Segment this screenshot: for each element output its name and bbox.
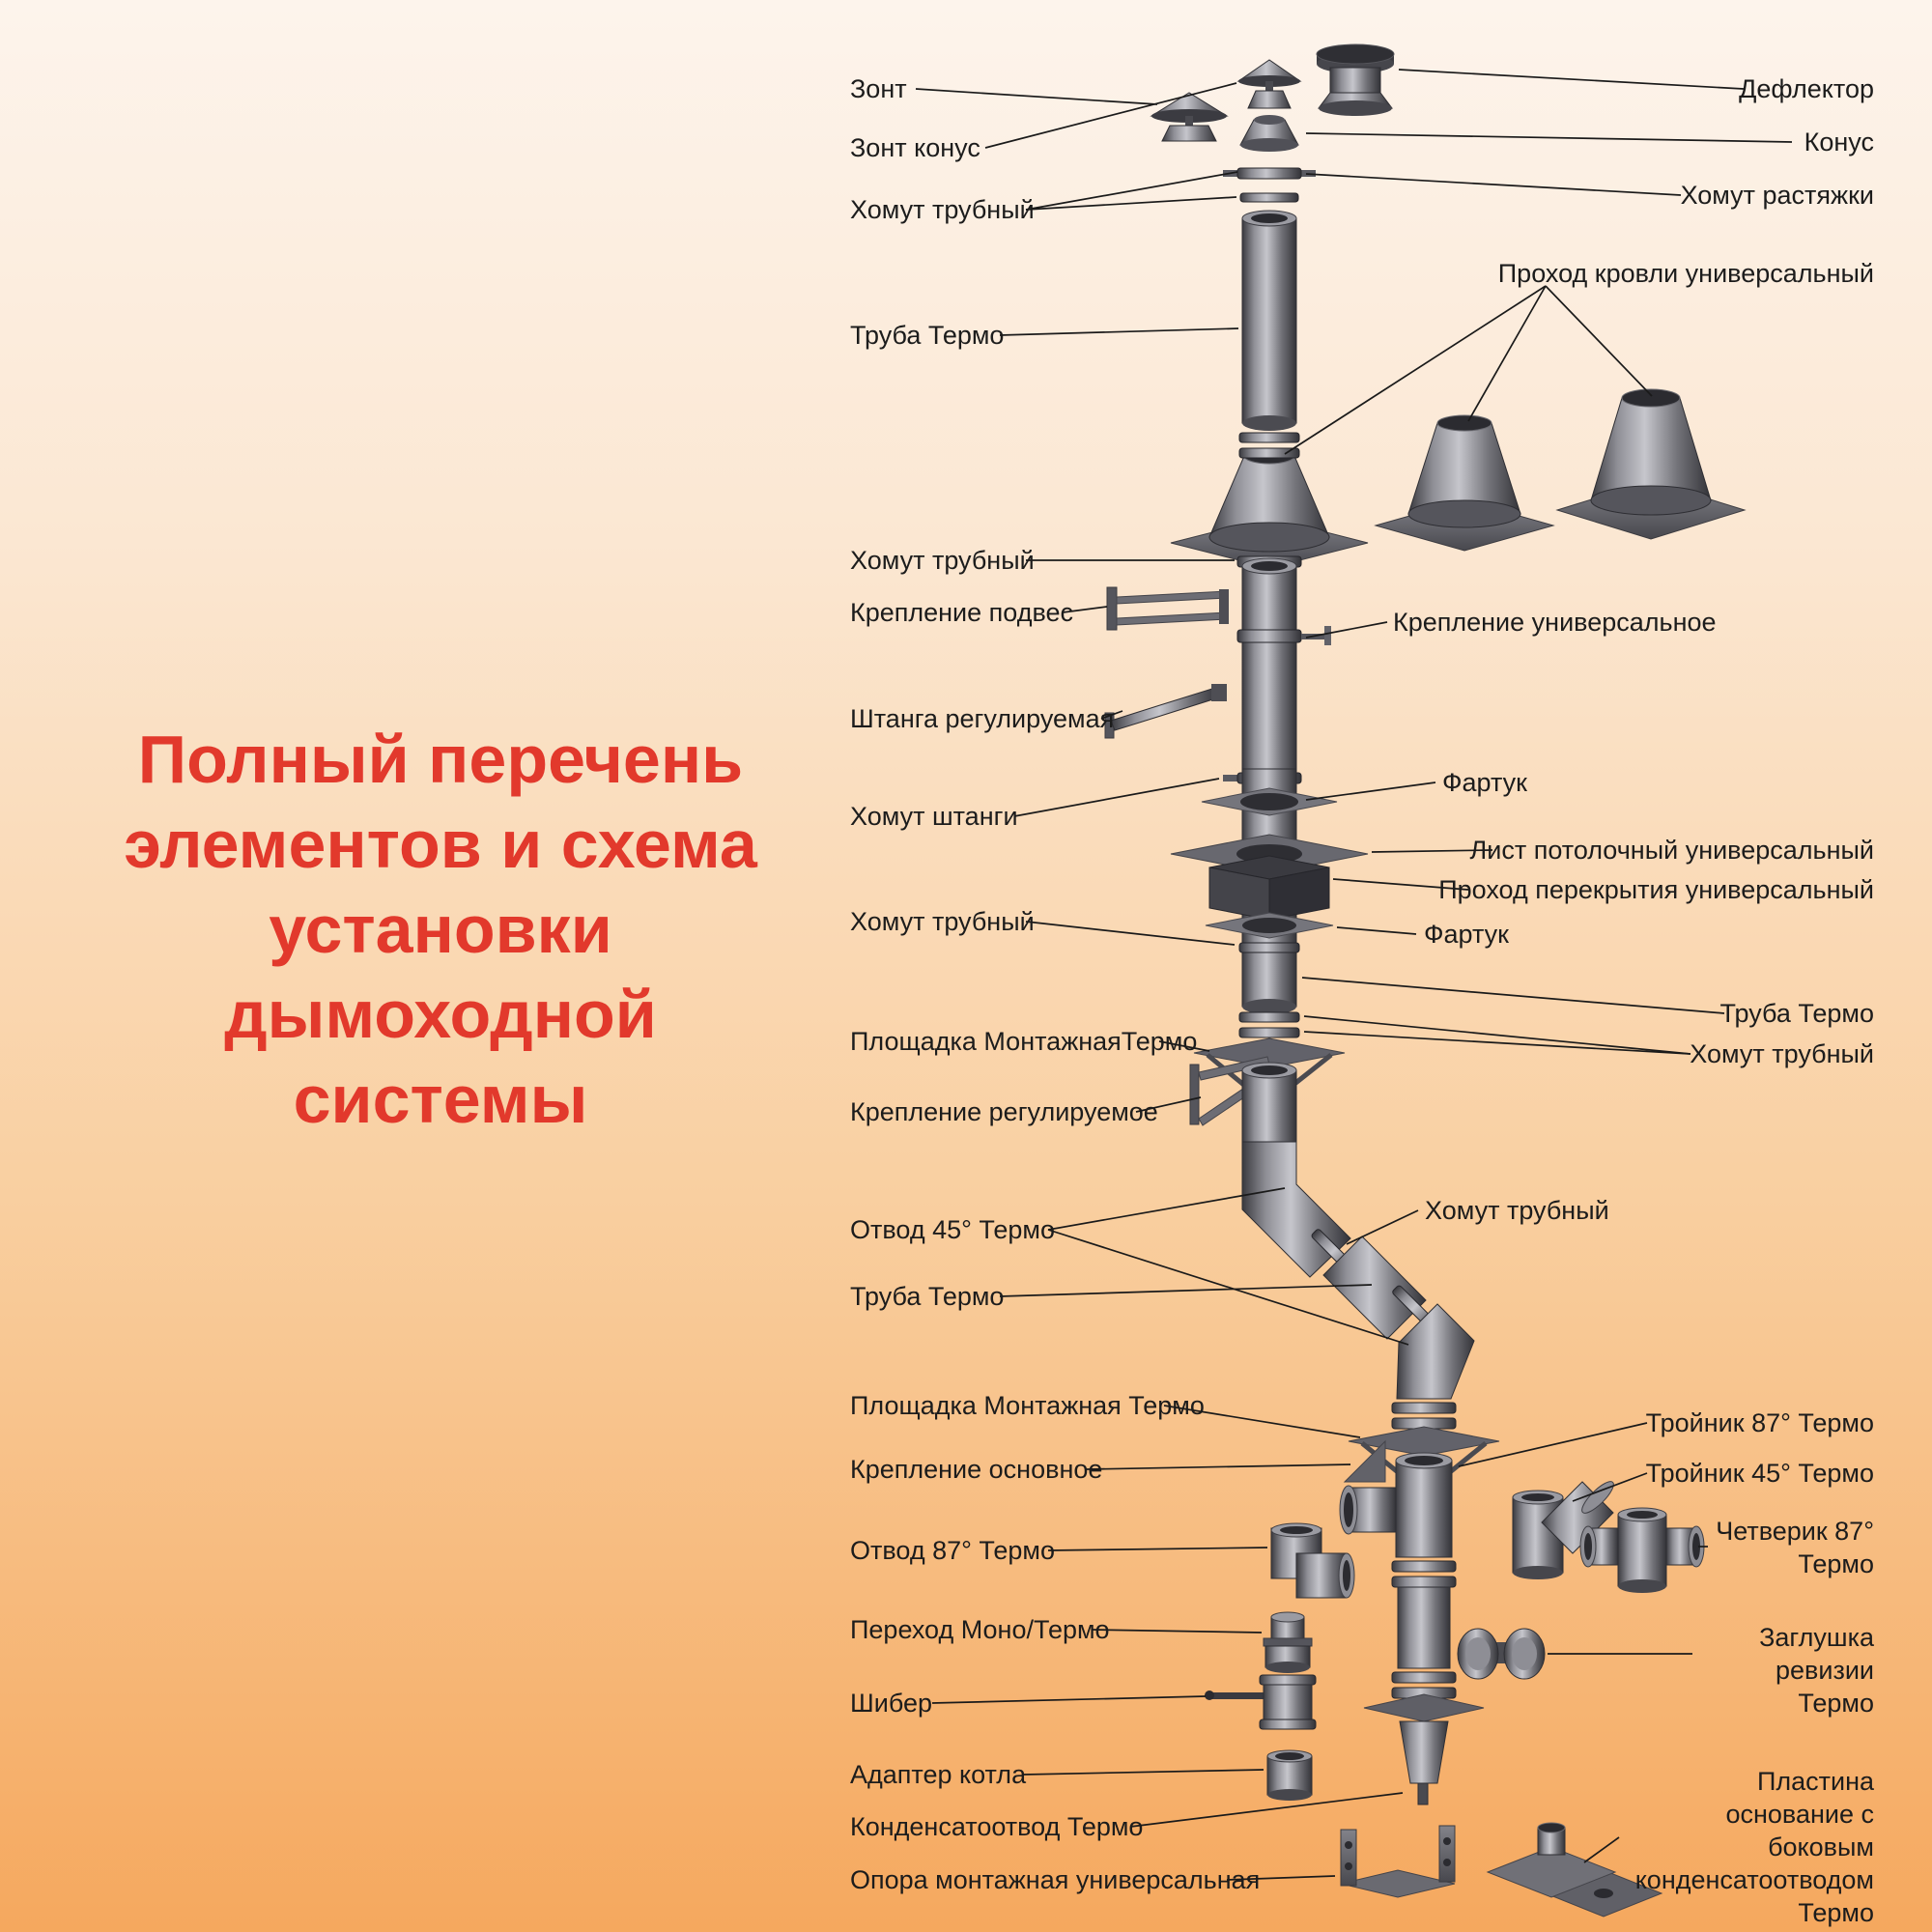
joint-rings-tee-top	[1391, 1402, 1457, 1430]
title-line-3: установки	[269, 892, 612, 967]
label-adapter-kotla: Адаптер котла	[850, 1760, 1027, 1789]
deflector-part	[1316, 43, 1395, 116]
label-prokhod-perekrytiya: Проход перекрытия универсальный	[1438, 875, 1874, 904]
label-troynik-87: Тройник 87° Термо	[1645, 1408, 1874, 1437]
umbrella-cone-part	[1236, 59, 1302, 109]
label-fartuk-2: Фартук	[1424, 920, 1509, 949]
label-opora-montazhnaya: Опора монтажная универсальная	[850, 1865, 1261, 1894]
floor-passage-box-part	[1208, 855, 1330, 921]
elbow-87-part	[1270, 1522, 1355, 1599]
label-deflektor: Дефлектор	[1739, 74, 1874, 103]
label-zaglushka-revizii: Заглушка ревизии Термо	[1759, 1623, 1874, 1718]
title-line-5: системы	[293, 1062, 588, 1137]
label-truba-termo-r: Труба Термо	[1719, 999, 1874, 1028]
damper-part	[1205, 1674, 1317, 1730]
apron-part-2	[1205, 912, 1334, 939]
label-prokhod-krovli: Проход кровли универсальный	[1497, 259, 1874, 288]
label-perekhod-mono-termo: Переход Моно/Термо	[850, 1615, 1110, 1644]
label-list-potolochny: Лист потолочный универсальный	[1469, 836, 1874, 865]
label-khomut-trubny-r1: Хомут трубный	[1690, 1039, 1874, 1068]
page-title: Полный перечень элементов и схема устано…	[73, 717, 808, 1142]
label-khomut-trubny-3: Хомут трубный	[850, 907, 1035, 936]
thermo-pipe-top-part	[1241, 210, 1297, 431]
label-chetverik-87: Четверик 87° Термо	[1716, 1517, 1874, 1578]
label-troynik-45: Тройник 45° Термо	[1645, 1459, 1874, 1488]
roof-passage-part-1	[1170, 447, 1369, 569]
guy-wire-clamp-part	[1223, 167, 1316, 180]
pipe-before-elbow	[1241, 1062, 1297, 1143]
label-plastina-osnovanie: Пластина основание с боковым конденсатоо…	[1634, 1767, 1874, 1927]
tee-45-part	[1512, 1481, 1614, 1579]
label-konus: Конус	[1804, 128, 1874, 156]
adapter-mono-thermo-part	[1263, 1611, 1313, 1673]
label-truba-termo-1: Труба Термо	[850, 321, 1005, 350]
label-khomut-rastyazhki: Хомут растяжки	[1680, 181, 1874, 210]
label-zont-konus: Зонт конус	[850, 133, 980, 162]
label-shtanga-reguliruemaya: Штанга регулируемая	[850, 704, 1115, 733]
cone-part	[1239, 115, 1299, 152]
hanging-bracket-part	[1106, 586, 1229, 631]
condensate-drain-part	[1399, 1720, 1449, 1805]
label-ploshchadka-montazhnaya-1: Площадка МонтажнаяТермо	[850, 1027, 1198, 1056]
callout-lines	[915, 69, 1793, 1881]
label-kreplenie-universalnoe: Крепление универсальное	[1393, 608, 1717, 637]
label-khomut-trubny-1: Хомут трубный	[850, 195, 1035, 224]
label-khomut-shtangi: Хомут штанги	[850, 802, 1018, 831]
label-shiber: Шибер	[850, 1689, 933, 1718]
title-line-4: дымоходной	[224, 977, 657, 1052]
pipe-clamp-ring-top	[1239, 192, 1299, 203]
joint-rings-upper	[1238, 432, 1300, 459]
label-kreplenie-podves: Крепление подвес	[850, 598, 1074, 627]
tee-column-lower	[1363, 1560, 1485, 1722]
base-plate-part	[1486, 1822, 1663, 1918]
title-line-1: Полный перечень	[137, 722, 744, 797]
adjustable-rod-part	[1104, 684, 1227, 739]
elbow-45-part-2	[1396, 1303, 1475, 1400]
label-ploshchadka-montazhnaya-2: Площадка Монтажная Термо	[850, 1391, 1205, 1420]
main-mount-part	[1343, 1439, 1386, 1483]
tee-87-part	[1339, 1452, 1453, 1558]
label-khomut-trubny-r2: Хомут трубный	[1425, 1196, 1609, 1225]
diagonal-thermo-pipe-part	[1322, 1236, 1427, 1340]
apron-part-1	[1201, 787, 1338, 816]
roof-passage-part-3	[1555, 388, 1747, 540]
mounting-support-part	[1340, 1825, 1456, 1898]
boiler-adapter-part	[1266, 1749, 1313, 1801]
label-khomut-trubny-2: Хомут трубный	[850, 546, 1035, 575]
label-truba-termo-2: Труба Термо	[850, 1282, 1005, 1311]
label-kreplenie-osnovnoe: Крепление основное	[850, 1455, 1103, 1484]
label-fartuk-1: Фартук	[1442, 768, 1527, 797]
title-line-2: элементов и схема	[124, 807, 757, 882]
label-otvod-87: Отвод 87° Термо	[850, 1536, 1056, 1565]
cross-87-part	[1579, 1507, 1705, 1593]
label-zont: Зонт	[850, 74, 907, 103]
label-kreplenie-reguliruemoe: Крепление регулируемое	[850, 1097, 1158, 1126]
label-kondensatootvod-termo: Конденсатоотвод Термо	[850, 1812, 1144, 1841]
pipe-clamp-ring-3	[1238, 942, 1300, 953]
label-otvod-45: Отвод 45° Термо	[850, 1215, 1056, 1244]
revision-plug-part	[1457, 1628, 1546, 1680]
roof-passage-part-2	[1374, 414, 1555, 552]
thermo-pipe-middle-part	[1241, 557, 1297, 770]
joint-rings-lower	[1238, 1011, 1300, 1038]
umbrella-part	[1150, 92, 1229, 142]
